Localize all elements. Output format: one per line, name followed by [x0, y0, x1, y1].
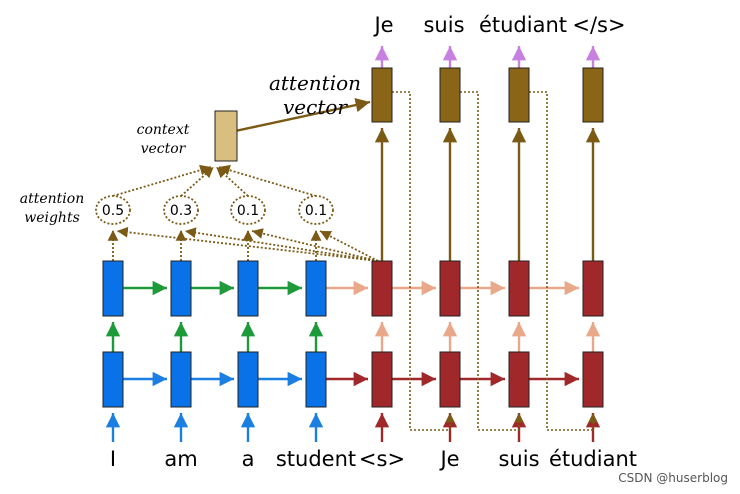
- encoder-top-cell: [170, 260, 192, 317]
- encoder-top-cell: [305, 260, 327, 317]
- attention-weight-value: 0.3: [170, 203, 192, 219]
- decoder-top-cell: [582, 260, 604, 317]
- attention-weight-circle: [230, 195, 266, 225]
- watermark: CSDN @huserblog: [618, 471, 728, 485]
- attention-vector-cell: [439, 67, 461, 123]
- decoder-top-cell: [439, 260, 461, 317]
- source-word: I: [110, 447, 116, 471]
- encoder-top-cell: [102, 260, 124, 317]
- edges: [105, 46, 601, 442]
- decoder-bottom-cell: [439, 351, 461, 408]
- attention-score-line: [184, 227, 379, 262]
- decoder-bottom-cell: [582, 351, 604, 408]
- output-word: étudiant: [479, 13, 567, 37]
- attention-weight-value: 0.1: [305, 203, 327, 219]
- nodes: [95, 67, 604, 408]
- context-vector-label: vector: [141, 141, 187, 157]
- encoder-bottom-cell: [102, 351, 124, 408]
- context-to-attention-arrow: [225, 97, 371, 135]
- encoder-bottom-cell: [237, 351, 259, 408]
- attention-weights-label: attention: [20, 191, 84, 207]
- context-vector-label: context: [137, 122, 190, 138]
- encoder-bottom-cell: [305, 351, 327, 408]
- decoder-bottom-cell: [508, 351, 530, 408]
- source-word: am: [164, 447, 197, 471]
- attention-vector-cell: [582, 67, 604, 123]
- decoder-top-cell: [371, 260, 393, 317]
- attention-score-line: [319, 230, 379, 262]
- context-vector-cell: [214, 110, 238, 162]
- source-word: student: [276, 447, 356, 471]
- weight-to-context-arrow: [215, 166, 249, 197]
- attention-weight-value: 0.5: [102, 203, 124, 219]
- source-word: a: [242, 447, 255, 471]
- input-feeding-path: [529, 91, 598, 431]
- attention-weight-circle: [95, 195, 131, 225]
- input-feeding-path: [460, 91, 524, 431]
- encoder-bottom-cell: [170, 351, 192, 408]
- weight-to-context-arrow: [112, 164, 212, 197]
- encoder-top-cell: [237, 260, 259, 317]
- weight-to-context-arrow: [180, 166, 215, 197]
- decoder-bottom-cell: [371, 351, 393, 408]
- output-word: suis: [423, 13, 464, 37]
- target-input-word: étudiant: [549, 447, 637, 471]
- weight-to-context-arrow: [218, 164, 317, 197]
- target-input-word: suis: [498, 447, 539, 471]
- decoder-top-cell: [508, 260, 530, 317]
- output-word: Je: [372, 13, 393, 37]
- attention-vector-cell: [371, 67, 393, 123]
- output-word: </s>: [572, 13, 625, 37]
- attention-weight-value: 0.1: [237, 203, 259, 219]
- attention-weights-label: weights: [24, 210, 80, 226]
- input-feeding-path: [392, 91, 455, 431]
- attention-vector-label: attention: [269, 71, 361, 95]
- attention-weight-circle: [298, 195, 334, 225]
- attention-vector-label: vector: [283, 95, 348, 119]
- attention-vector-cell: [508, 67, 530, 123]
- target-input-word: Je: [438, 447, 459, 471]
- attention-score-line: [251, 228, 379, 262]
- attention-weight-circle: [163, 195, 199, 225]
- target-input-word: <s>: [359, 447, 405, 471]
